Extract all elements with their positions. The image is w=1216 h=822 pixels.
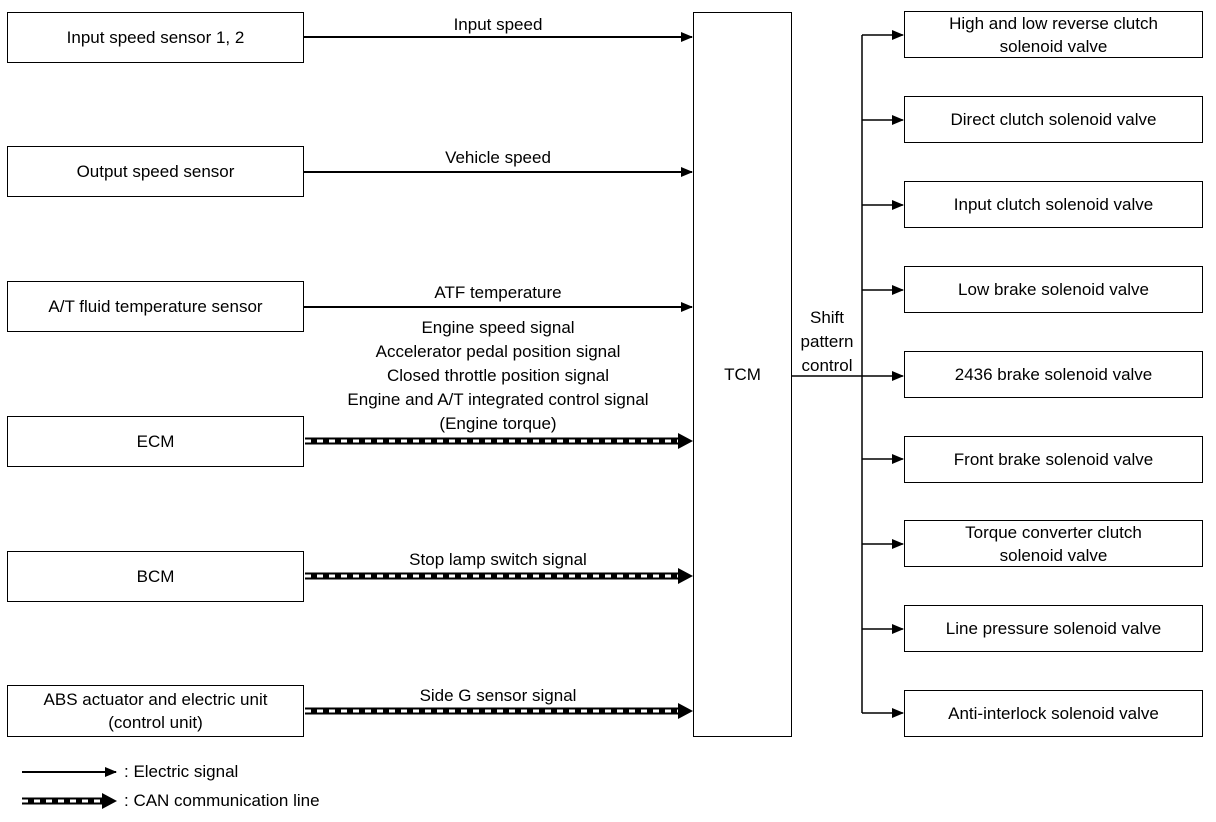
input-clutch-valve-box: Input clutch solenoid valve [904,181,1203,228]
ecm-signal-4: Engine and A/T integrated control signal [347,390,649,409]
atf-temperature-sensor-box: A/T fluid temperature sensor [7,281,304,332]
torque-converter-clutch-valve-box: Torque converter clutch solenoid valve [904,520,1203,567]
direct-clutch-valve-box: Direct clutch solenoid valve [904,96,1203,143]
stop-lamp-label: Stop lamp switch signal [409,550,587,569]
side-g-label: Side G sensor signal [419,686,577,705]
ecm-signal-1: Engine speed signal [421,318,575,337]
tcm-box: TCM [693,12,792,737]
high-low-reverse-clutch-valve-box: High and low reverse clutch solenoid val… [904,11,1203,58]
ecm-signal-5: (Engine torque) [439,414,557,433]
line-pressure-valve-box: Line pressure solenoid valve [904,605,1203,652]
ecm-can-line [305,433,693,449]
shift-pattern-control-label: Shift pattern control [800,308,854,375]
front-brake-valve-box: Front brake solenoid valve [904,436,1203,483]
ecm-signal-2: Accelerator pedal position signal [375,342,621,361]
atf-temperature-label: ATF temperature [434,283,562,302]
anti-interlock-valve-box: Anti-interlock solenoid valve [904,690,1203,737]
input-speed-label: Input speed [453,15,543,34]
vehicle-speed-label: Vehicle speed [445,148,551,167]
abs-can-line [305,703,693,719]
bcm-can-line [305,568,693,584]
legend-can-sample [22,793,117,809]
output-branches [862,30,904,718]
low-brake-valve-box: Low brake solenoid valve [904,266,1203,313]
bcm-box: BCM [7,551,304,602]
ecm-box: ECM [7,416,304,467]
ecm-signal-3: Closed throttle position signal [386,366,610,385]
output-speed-sensor-box: Output speed sensor [7,146,304,197]
abs-unit-box: ABS actuator and electric unit (control … [7,685,304,737]
legend-can-label: : CAN communication line [124,791,320,810]
legend-electric-label: : Electric signal [124,762,239,781]
input-speed-sensor-box: Input speed sensor 1, 2 [7,12,304,63]
brake-2436-valve-box: 2436 brake solenoid valve [904,351,1203,398]
